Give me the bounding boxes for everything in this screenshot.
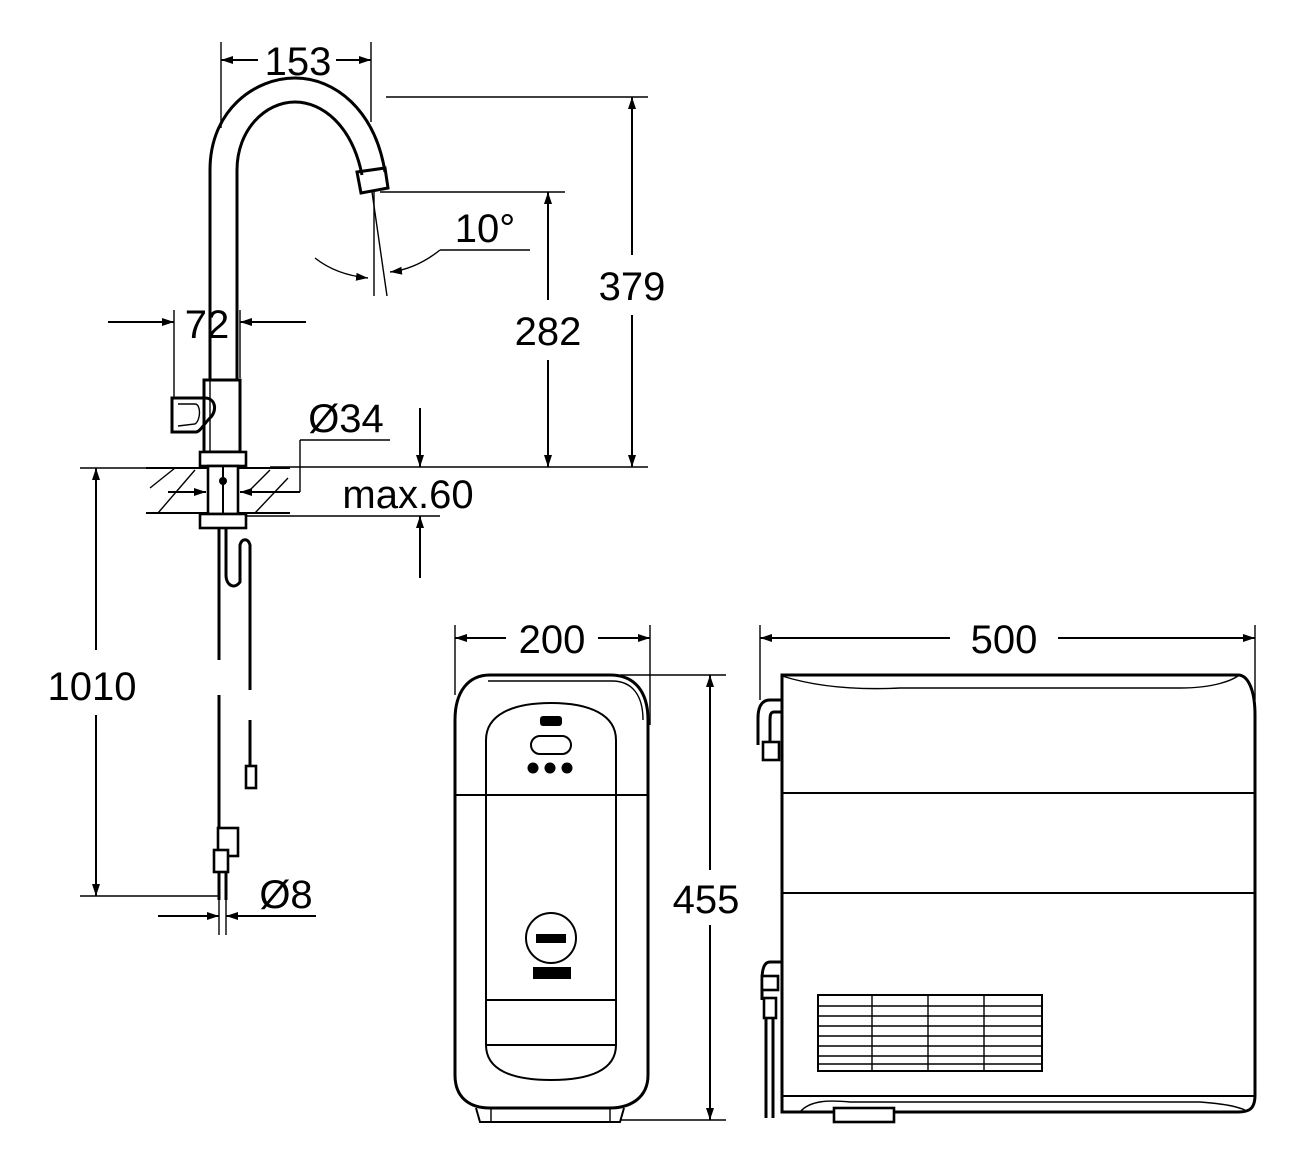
chiller-front-drawing xyxy=(453,673,650,1123)
vent-grille xyxy=(817,994,1043,1072)
chiller-side-drawing xyxy=(756,673,1257,1124)
chiller-side-dimensions: 500 xyxy=(759,618,1256,700)
dim-hose-length: 1010 xyxy=(48,665,137,709)
faucet-dimensions: 153 72 10° 282 379 Ø34 max.60 xyxy=(48,40,666,935)
dim-spout-reach: 153 xyxy=(265,40,332,84)
dim-spout-angle: 10° xyxy=(455,207,516,251)
dim-body-width: 72 xyxy=(185,303,230,347)
dim-body-diameter: Ø34 xyxy=(308,397,384,441)
faucet-drawing xyxy=(146,76,390,900)
chiller-front-dimensions: 200 455 xyxy=(454,618,740,1121)
dim-total-height: 379 xyxy=(599,265,666,309)
dim-counter-thickness: max.60 xyxy=(342,473,473,517)
dim-hose-diameter: Ø8 xyxy=(259,873,312,917)
dim-chiller-depth: 500 xyxy=(971,618,1038,662)
dim-chiller-height: 455 xyxy=(673,878,740,922)
dim-chiller-width: 200 xyxy=(519,618,586,662)
dim-spout-height: 282 xyxy=(515,310,582,354)
